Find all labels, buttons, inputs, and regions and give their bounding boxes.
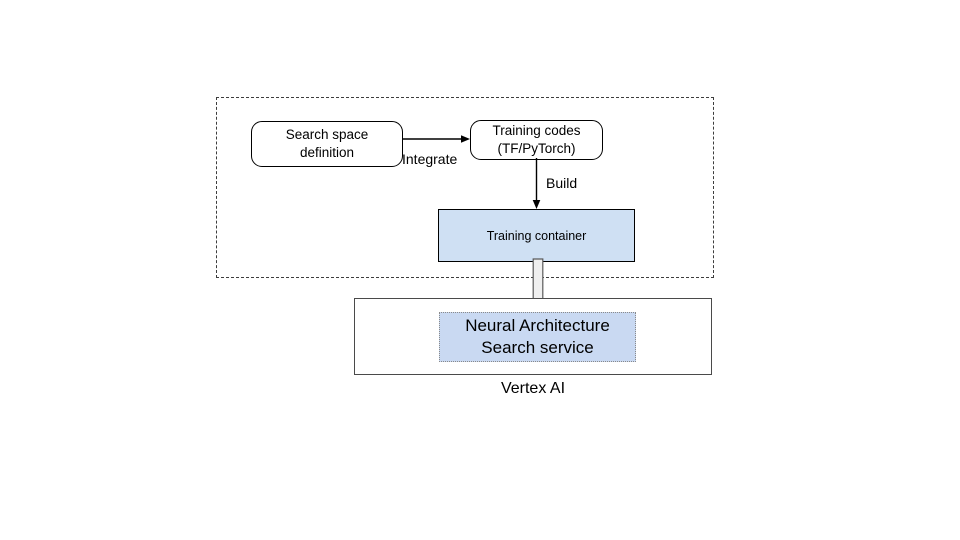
- user-side-dashed-group: [216, 97, 714, 278]
- node-search-space-label-line2: definition: [299, 145, 355, 160]
- node-nas-service-label-line2: Search service: [481, 338, 594, 357]
- node-search-space-label: Search space definition: [286, 126, 369, 162]
- node-neural-architecture-search-service[interactable]: Neural Architecture Search service: [439, 312, 636, 362]
- node-training-container-label: Training container: [486, 228, 587, 243]
- node-nas-service-label-line1: Neural Architecture: [465, 315, 610, 335]
- edge-label-integrate: Integrate: [402, 151, 458, 167]
- node-training-codes-label: Training codes (TF/PyTorch): [492, 122, 580, 158]
- edge-label-build: Build: [546, 175, 578, 191]
- vertex-ai-caption: Vertex AI: [500, 380, 566, 397]
- node-training-codes-label-line2: (TF/PyTorch): [497, 141, 576, 156]
- node-training-codes[interactable]: Training codes (TF/PyTorch): [470, 120, 603, 160]
- node-training-codes-label-line1: Training codes: [492, 123, 581, 139]
- node-search-space-label-line1: Search space: [285, 127, 369, 143]
- node-search-space-definition[interactable]: Search space definition: [251, 121, 403, 167]
- node-training-container[interactable]: Training container: [438, 209, 635, 262]
- node-nas-service-label: Neural Architecture Search service: [440, 315, 635, 359]
